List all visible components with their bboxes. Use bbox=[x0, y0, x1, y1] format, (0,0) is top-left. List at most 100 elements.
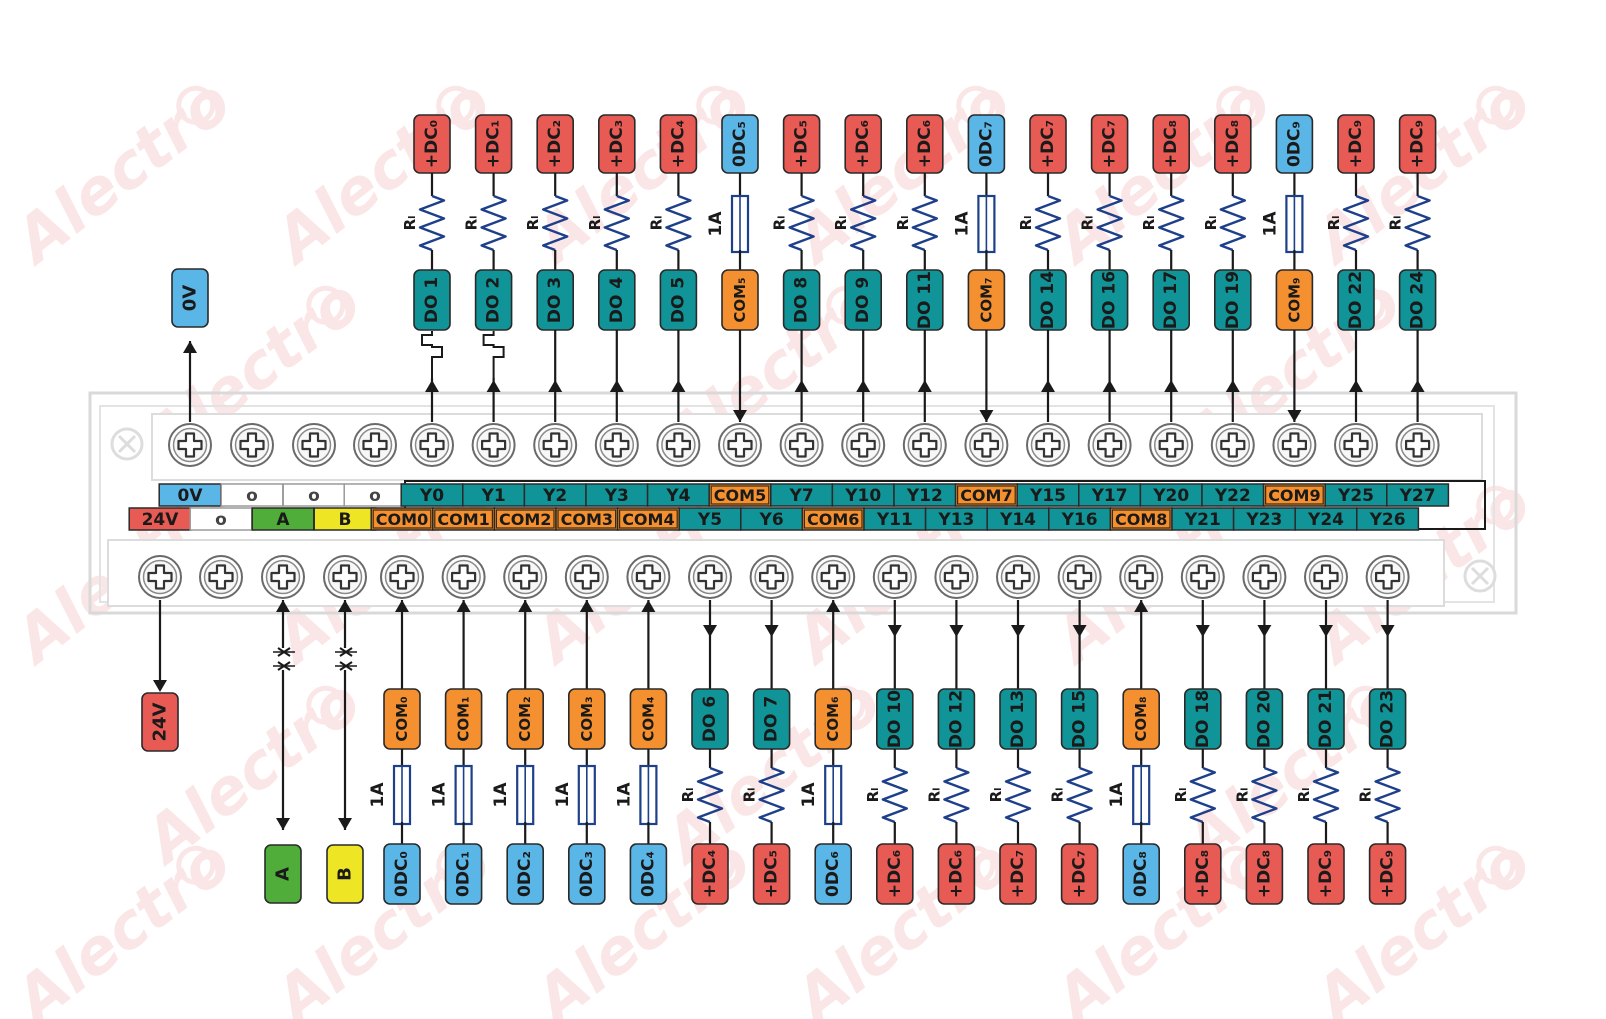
source-tag[interactable]: +DC₆ bbox=[937, 843, 976, 905]
terminal-tag[interactable]: DO 22 bbox=[1337, 269, 1375, 331]
source-tag[interactable]: +DC₆ bbox=[905, 114, 944, 174]
screw-terminal-icon[interactable] bbox=[841, 423, 886, 467]
screw-terminal-icon[interactable] bbox=[564, 555, 609, 599]
screw-terminal-icon[interactable] bbox=[1057, 555, 1102, 599]
screw-terminal-icon[interactable] bbox=[441, 555, 486, 599]
terminal-tag[interactable]: COM₇ bbox=[967, 269, 1006, 331]
terminal-tag[interactable]: DO 19 bbox=[1214, 269, 1252, 331]
screw-terminal-icon[interactable] bbox=[323, 555, 367, 599]
source-tag[interactable]: +DC₈ bbox=[1184, 843, 1222, 905]
source-tag[interactable]: +DC₇ bbox=[1060, 843, 1099, 905]
terminal-tag[interactable]: COM₈ bbox=[1122, 688, 1160, 750]
screw-terminal-icon[interactable] bbox=[199, 555, 243, 599]
screw-terminal-icon[interactable] bbox=[996, 555, 1040, 599]
screw-terminal-icon[interactable] bbox=[1087, 423, 1132, 467]
terminal-tag[interactable]: DO 17 bbox=[1152, 269, 1190, 331]
terminal-tag[interactable]: DO 6 bbox=[691, 688, 729, 750]
screw-terminal-icon[interactable] bbox=[1119, 555, 1164, 599]
screw-terminal-icon[interactable] bbox=[1365, 555, 1410, 599]
terminal-tag[interactable]: COM₁ bbox=[444, 688, 483, 750]
source-tag[interactable]: +DC₈ bbox=[1152, 114, 1190, 174]
terminal-tag[interactable]: DO 13 bbox=[999, 688, 1037, 750]
terminal-tag[interactable]: DO 7 bbox=[752, 688, 791, 750]
source-tag[interactable]: +DC₇ bbox=[1090, 114, 1129, 174]
screw-terminal-icon[interactable] bbox=[1272, 423, 1317, 467]
screw-terminal-icon[interactable] bbox=[533, 423, 578, 467]
screw-terminal-icon[interactable] bbox=[964, 423, 1009, 467]
screw-terminal-icon[interactable] bbox=[292, 423, 336, 467]
terminal-tag[interactable]: DO 16 bbox=[1090, 269, 1129, 331]
source-tag[interactable]: +DC₂ bbox=[536, 114, 575, 174]
zero-volt-tag[interactable]: 0V bbox=[171, 268, 209, 328]
source-tag[interactable]: 0DC₃ bbox=[567, 843, 606, 905]
screw-terminal-icon[interactable] bbox=[380, 555, 424, 599]
terminal-tag[interactable]: DO 10 bbox=[875, 688, 914, 750]
source-tag[interactable]: +DC₉ bbox=[1398, 114, 1437, 174]
screw-terminal-icon[interactable] bbox=[749, 555, 794, 599]
source-tag[interactable]: +DC₉ bbox=[1337, 114, 1375, 174]
bus-tag-a[interactable]: A bbox=[264, 844, 302, 904]
screw-terminal-icon[interactable] bbox=[688, 555, 732, 599]
terminal-tag[interactable]: COM₃ bbox=[567, 688, 606, 750]
source-tag[interactable]: 0DC₈ bbox=[1122, 843, 1160, 905]
screw-terminal-icon[interactable] bbox=[1334, 423, 1378, 467]
screw-terminal-icon[interactable] bbox=[718, 423, 762, 467]
terminal-tag[interactable]: DO 23 bbox=[1368, 688, 1407, 750]
terminal-tag[interactable]: COM₂ bbox=[506, 688, 545, 750]
terminal-tag[interactable]: COM₉ bbox=[1275, 269, 1314, 331]
screw-terminal-icon[interactable] bbox=[594, 423, 639, 467]
screw-terminal-icon[interactable] bbox=[261, 555, 305, 599]
screw-terminal-icon[interactable] bbox=[902, 423, 947, 467]
screw-terminal-icon[interactable] bbox=[138, 555, 182, 599]
source-tag[interactable]: +DC₅ bbox=[782, 114, 821, 174]
terminal-tag[interactable]: DO 4 bbox=[597, 269, 636, 331]
source-tag[interactable]: 0DC₆ bbox=[814, 843, 853, 905]
source-tag[interactable]: +DC₁ bbox=[474, 114, 513, 174]
source-tag[interactable]: 0DC₅ bbox=[721, 114, 759, 174]
terminal-tag[interactable]: DO 18 bbox=[1184, 688, 1222, 750]
terminal-tag[interactable]: DO 24 bbox=[1398, 269, 1437, 331]
screw-terminal-icon[interactable] bbox=[503, 555, 548, 599]
source-tag[interactable]: +DC₈ bbox=[1245, 843, 1284, 905]
screw-terminal-icon[interactable] bbox=[1149, 423, 1194, 467]
screw-terminal-icon[interactable] bbox=[168, 423, 212, 467]
screw-terminal-icon[interactable] bbox=[1395, 423, 1440, 467]
screw-terminal-icon[interactable] bbox=[626, 555, 671, 599]
terminal-tag[interactable]: DO 11 bbox=[905, 269, 944, 331]
screw-terminal-icon[interactable] bbox=[230, 423, 274, 467]
terminal-tag[interactable]: DO 9 bbox=[844, 269, 883, 331]
terminal-tag[interactable]: DO 15 bbox=[1060, 688, 1099, 750]
source-tag[interactable]: +DC₃ bbox=[597, 114, 636, 174]
screw-terminal-icon[interactable] bbox=[1304, 555, 1348, 599]
source-tag[interactable]: +DC₄ bbox=[659, 114, 698, 174]
source-tag[interactable]: 0DC₀ bbox=[383, 843, 421, 905]
screw-terminal-icon[interactable] bbox=[1180, 555, 1225, 599]
source-tag[interactable]: 0DC₄ bbox=[629, 843, 668, 905]
source-tag[interactable]: +DC₇ bbox=[999, 843, 1037, 905]
terminal-tag[interactable]: COM₅ bbox=[721, 269, 759, 331]
terminal-tag[interactable]: COM₆ bbox=[814, 688, 853, 750]
source-tag[interactable]: +DC₆ bbox=[875, 843, 914, 905]
source-tag[interactable]: 0DC₁ bbox=[444, 843, 483, 905]
source-tag[interactable]: 0DC₂ bbox=[506, 843, 545, 905]
screw-terminal-icon[interactable] bbox=[353, 423, 397, 467]
terminal-tag[interactable]: DO 20 bbox=[1245, 688, 1284, 750]
supply-tag[interactable]: 24V bbox=[141, 692, 179, 752]
source-tag[interactable]: +DC₉ bbox=[1307, 843, 1345, 905]
terminal-tag[interactable]: COM₄ bbox=[629, 688, 668, 750]
source-tag[interactable]: +DC₀ bbox=[413, 114, 451, 174]
terminal-tag[interactable]: COM₀ bbox=[383, 688, 421, 750]
terminal-tag[interactable]: DO 21 bbox=[1307, 688, 1345, 750]
source-tag[interactable]: 0DC₉ bbox=[1275, 114, 1314, 174]
terminal-tag[interactable]: DO 1 bbox=[413, 269, 451, 331]
terminal-tag[interactable]: DO 2 bbox=[474, 269, 513, 331]
source-tag[interactable]: +DC₅ bbox=[752, 843, 791, 905]
screw-terminal-icon[interactable] bbox=[410, 423, 454, 467]
source-tag[interactable]: +DC₇ bbox=[1029, 114, 1067, 174]
terminal-tag[interactable]: DO 12 bbox=[937, 688, 976, 750]
terminal-tag[interactable]: DO 5 bbox=[659, 269, 698, 331]
bus-tag-b[interactable]: B bbox=[326, 844, 364, 904]
terminal-tag[interactable]: DO 14 bbox=[1029, 269, 1067, 331]
screw-terminal-icon[interactable] bbox=[872, 555, 917, 599]
terminal-tag[interactable]: DO 8 bbox=[782, 269, 821, 331]
